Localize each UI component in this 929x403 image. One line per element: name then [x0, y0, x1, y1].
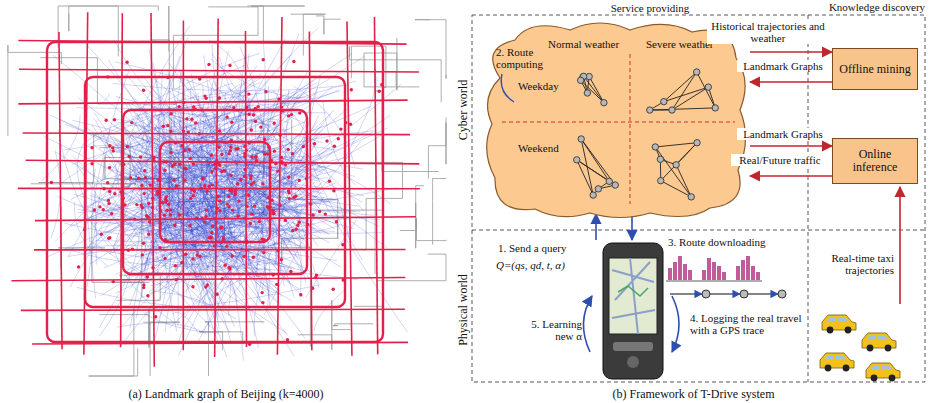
cloud-text: Normal weather	[548, 38, 628, 50]
cloud-text: Weekday	[518, 80, 570, 92]
box-text: Online inference	[837, 148, 913, 174]
taxi-arrow	[899, 187, 901, 304]
edge-label: Historical trajectories and weather	[707, 20, 829, 44]
phone-icon	[603, 243, 663, 379]
process-box: Online inference	[832, 138, 918, 184]
text-label: 5. Learning new α	[518, 318, 582, 342]
phone-arrows	[583, 214, 679, 352]
box-text: Offline mining	[839, 63, 910, 76]
flow-arrow	[750, 175, 832, 177]
flow-arrow	[750, 51, 832, 53]
text-label: 4. Logging the real travel with a GPS tr…	[690, 312, 804, 336]
text-label: 3. Route downloading	[668, 236, 798, 248]
flow-arrow	[750, 81, 832, 83]
cloud-shape: 2. Route computingNormal weatherSevere w…	[480, 18, 750, 222]
landmark-roads	[12, 12, 420, 366]
edge-label: Real/Future traffic	[731, 154, 829, 166]
cloud-text: 2. Route computing	[496, 46, 554, 70]
dashed-frame	[472, 15, 925, 382]
edge-label: Landmark Graphs	[737, 60, 829, 72]
text-label: 1. Send a query	[498, 242, 598, 254]
text-label: (a) Landmark graph of Beijing (k=4000)	[0, 387, 452, 401]
route-illustration	[666, 256, 786, 298]
text-label: Cyber world	[457, 60, 469, 160]
text-label: Service providing	[590, 2, 710, 14]
text-label: Q=(qs, qd, t, α)	[496, 259, 606, 271]
cloud-text: Weekend	[518, 142, 570, 154]
landmark-dots	[50, 58, 384, 346]
flow-arrow	[750, 145, 832, 147]
process-box: Offline mining	[832, 48, 918, 90]
road-lines	[8, 6, 446, 376]
text-label: Real-time taxi trajectories	[812, 252, 894, 276]
text-label: Knowledge discovery	[826, 1, 928, 13]
text-label: (b) Framework of T-Drive system	[458, 387, 929, 401]
edge-label: Landmark Graphs	[737, 128, 829, 140]
taxi-icons	[820, 315, 900, 381]
text-label: Physical world	[457, 260, 469, 360]
